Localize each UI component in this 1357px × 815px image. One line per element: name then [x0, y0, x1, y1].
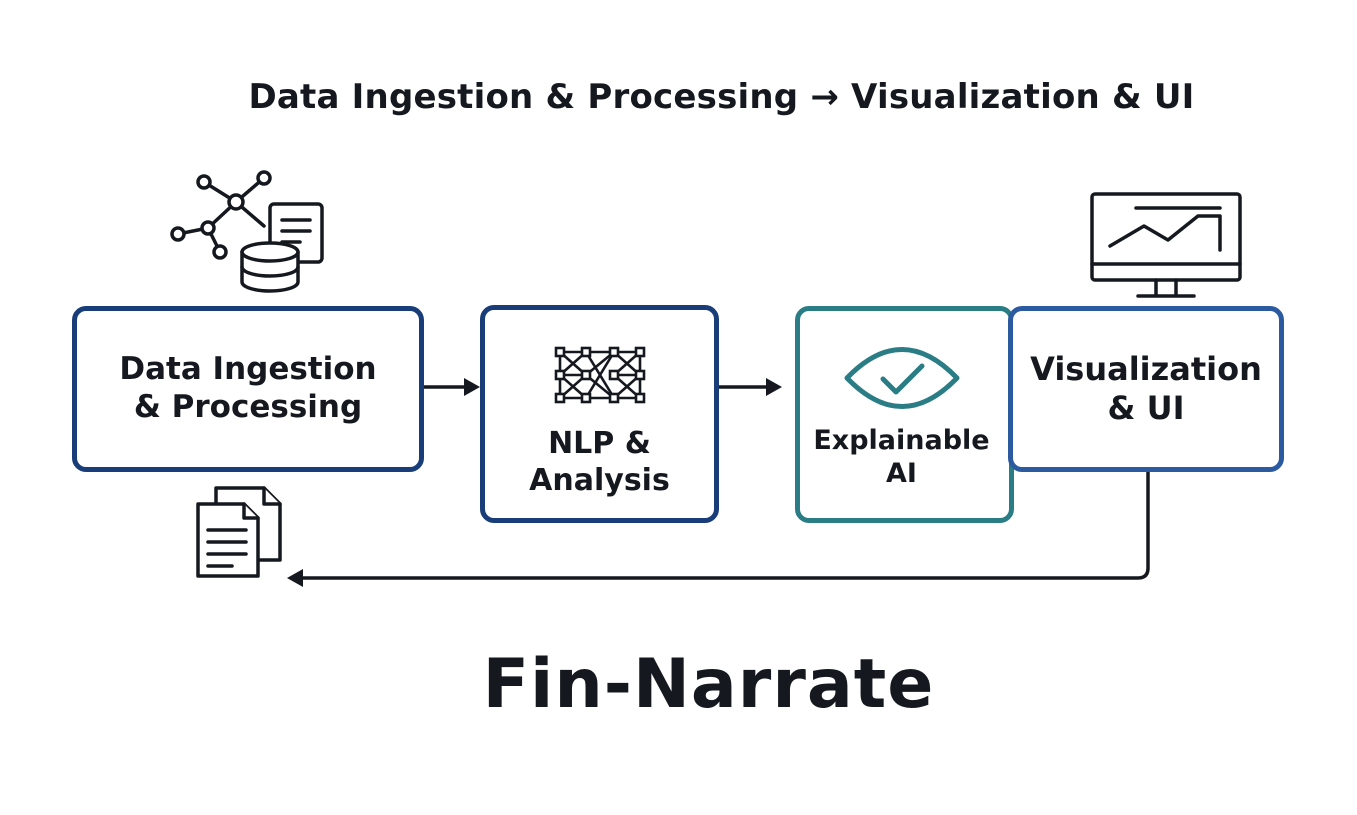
stage-label-line2: & UI [1107, 389, 1185, 427]
arrow-head-1 [464, 378, 480, 396]
neural-network-icon [554, 346, 645, 404]
feedback-arrow-head [287, 569, 303, 587]
stage-explainable-ai: Explainable AI [795, 306, 1014, 523]
stage-data-ingestion: Data Ingestion & Processing [72, 306, 424, 472]
stage-label-line2: Analysis [529, 462, 670, 498]
feedback-loop-line [300, 470, 1150, 580]
diagram-title: Data Ingestion & Processing → Visualizat… [248, 77, 1195, 117]
stage-label-line1: Explainable [813, 425, 990, 456]
stage-nlp-analysis: NLP & Analysis [480, 305, 719, 523]
eye-check-icon [844, 347, 959, 409]
stage-label-line2: AI [886, 457, 917, 489]
monitor-chart-icon [1090, 192, 1242, 298]
product-name: Fin-Narrate [482, 645, 935, 724]
stage-label-line1: Data Ingestion [119, 351, 377, 388]
database-network-icon [170, 170, 324, 293]
stage-label-line1: NLP & [548, 426, 651, 461]
documents-icon [196, 486, 282, 578]
stage-visualization-ui: Visualization & UI [1008, 306, 1284, 472]
stage-label-line1: Visualization [1030, 349, 1262, 388]
stage-label-line2: & Processing [133, 389, 363, 425]
arrow-head-2 [766, 378, 782, 396]
